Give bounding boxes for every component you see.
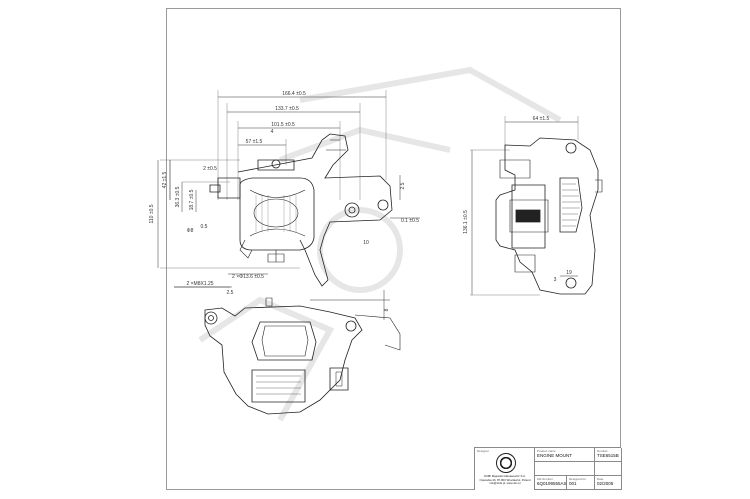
dim-offset: 2 ±0.5 [203,166,217,172]
oe-number: 6Q0199555AS [537,481,567,486]
dim-thread-small: 2.5 [227,290,234,296]
company-logo [496,453,516,473]
dim-height-a: 42 ±1.5 [162,171,168,188]
dim-side-small: 3 [554,277,557,283]
dim-width-4: 57 ±1.5 [246,139,263,145]
dim-side-width: 64 ±1.5 [533,116,550,122]
bottom-view [174,286,401,415]
dim-right-c: 10 [363,240,369,246]
side-view-dimensions: 64 ±1.5 136.1 ±0.5 19 3 [463,116,572,283]
dim-right-a: 0.1 ±0.5 [401,218,419,224]
front-view-dimensions: 166.4 ±0.5 133.7 ±0.5 101.5 ±0.5 57 ±1.5… [149,91,419,280]
dim-bottom-right: 8 [384,308,390,311]
designed-for-cell: Designed for 001 [567,476,595,490]
empty-cell-a [535,462,595,476]
designer-cell: Designer DOBI Majewski Afanasowicz S.A. … [475,448,535,490]
part-number: TSE6515B [597,453,619,458]
product-name-cell: Product name ENGINE MOUNT [535,448,595,462]
date-label: Date [597,477,604,481]
dim-height-b: 36.3 ±0.5 [175,186,181,207]
dim-right-b: 2.5 [400,182,406,189]
dim-width-3: 101.5 ±0.5 [271,122,295,128]
oe-number-cell: OE Number 6Q0199555AS [535,476,567,490]
dim-overall-width: 166.4 ±0.5 [282,91,306,97]
dim-side-height: 136.1 ±0.5 [463,210,469,234]
title-block: Designer DOBI Majewski Afanasowicz S.A. … [474,447,622,490]
dim-thread: 2 ×M8X1.25 [186,281,213,287]
product-name-label: Product name [537,449,556,453]
dim-side-bottom: 19 [566,270,572,276]
dim-small-offset: 0.5 [201,224,208,230]
date: 02/2005 [597,481,614,486]
designer-label: Designer [477,449,490,453]
watermark [198,66,562,422]
drawing-frame [166,8,621,490]
dim-bottom-a: 2 ×Φ13.6 ±0.5 [232,274,264,280]
designed-for: 001 [569,481,577,486]
product-name: ENGINE MOUNT [537,453,573,458]
company-contact: info@dobi.pl, www.dsc.pl [489,481,521,486]
dim-width-2: 133.7 ±0.5 [275,106,299,112]
company-address: DOBI Majewski Afanasowicz S.A. Opacarka … [477,474,533,486]
dim-bore: Φ8 [187,228,194,234]
oe-number-label: OE Number [537,477,553,481]
company-street: Opacarka 46, 87-800 Wroclaw/ul. Poland [479,477,531,482]
dim-height-total: 110 ±0.5 [149,204,155,223]
company-name: DOBI Majewski Afanasowicz S.A. [484,474,526,478]
number-label: Number [597,449,608,453]
dim-small: 4 [271,129,274,135]
empty-cell-b [595,462,622,476]
date-cell: Date 02/2005 [595,476,622,490]
bottom-view-dimensions: 2 ×M8X1.25 2.5 8 [186,281,390,311]
dim-height-c: 18.7 ±0.5 [189,189,195,210]
number-cell: Number TSE6515B [595,448,622,462]
side-view [470,116,603,296]
front-view [157,90,420,288]
designed-for-label: Designed for [569,477,587,481]
